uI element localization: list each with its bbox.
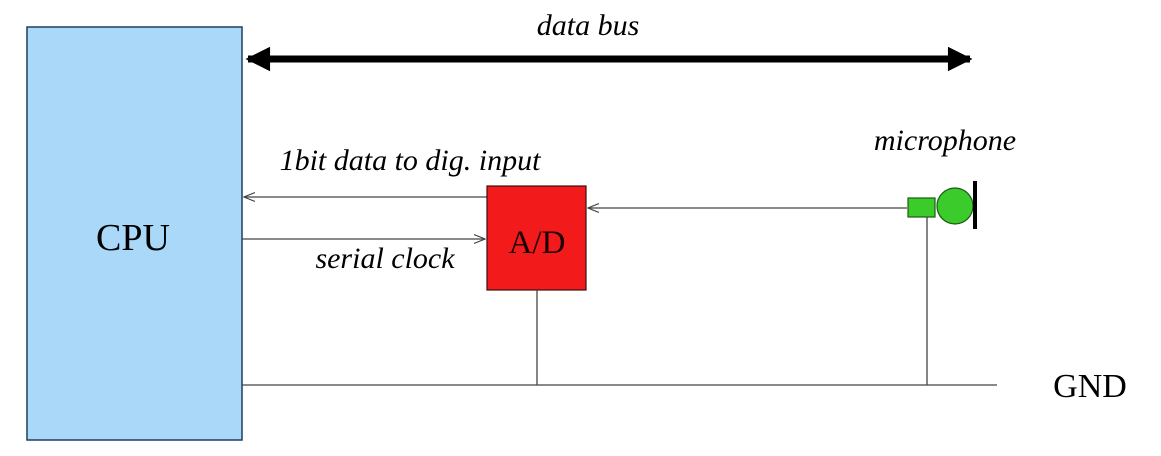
serial-clock-label: serial clock bbox=[315, 242, 455, 275]
gnd-label: GND bbox=[1053, 368, 1127, 405]
data-bus-label: data bus bbox=[537, 9, 640, 42]
microphone-icon bbox=[907, 181, 977, 229]
microphone-label: microphone bbox=[874, 124, 1016, 157]
ad-converter-block bbox=[486, 185, 587, 291]
cpu-block bbox=[26, 26, 243, 441]
one-bit-data-label: 1bit data to dig. input bbox=[280, 144, 542, 177]
cpu-label: CPU bbox=[96, 217, 170, 259]
ad-converter-label: A/D bbox=[509, 225, 566, 261]
